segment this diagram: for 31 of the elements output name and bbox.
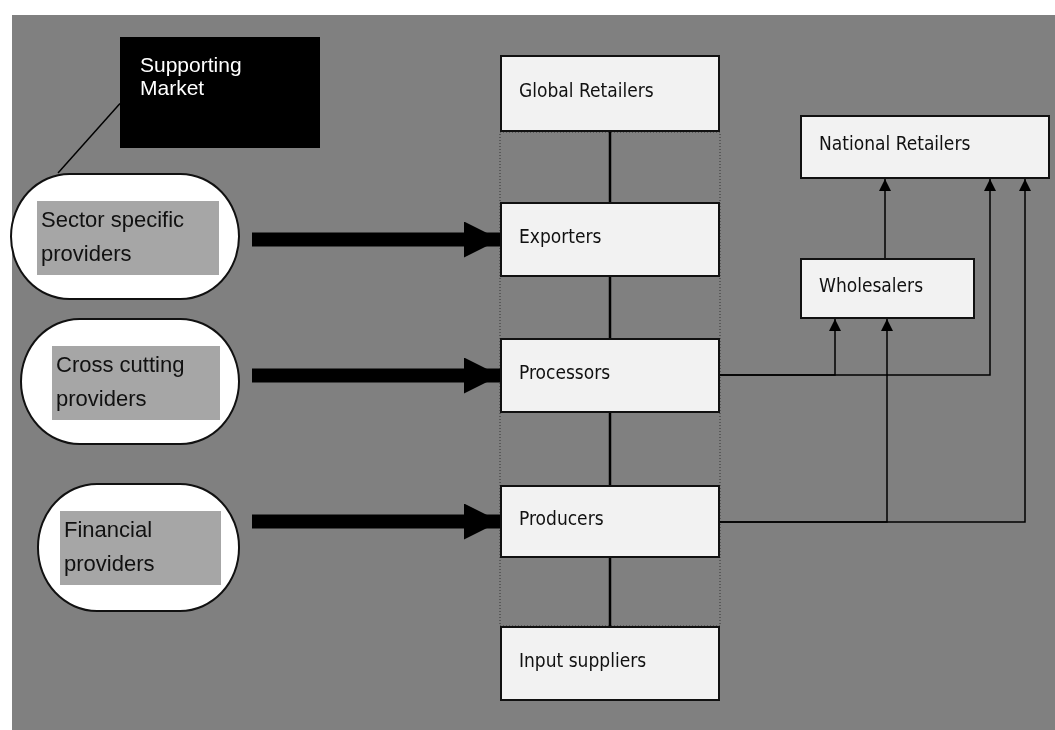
node-label: Global Retailers [519, 78, 654, 101]
node-label: Supporting Market [140, 53, 243, 100]
node-label: Producers [519, 506, 604, 529]
arrow [719, 178, 996, 376]
provider-pill [10, 173, 240, 300]
node-label: Wholesalers [819, 273, 924, 296]
block-arrow [252, 503, 500, 540]
arrow [719, 178, 1031, 523]
connector-line [608, 132, 612, 202]
node-label: Cross cutting providers [52, 346, 220, 420]
node-label: National Retailers [819, 132, 971, 154]
node-label: Exporters [519, 224, 602, 247]
node-label: Processors [519, 360, 611, 383]
node-label: Sector specific providers [37, 201, 219, 275]
connector-line [608, 413, 612, 485]
process-box [500, 55, 720, 132]
process-box [800, 115, 1050, 179]
leader-line [57, 102, 121, 174]
label-box [120, 37, 320, 148]
process-box [500, 485, 720, 558]
arrow [879, 178, 891, 259]
node-label: Financial providers [60, 511, 221, 585]
block-arrow [252, 357, 500, 394]
process-box [500, 338, 720, 413]
block-arrow [252, 221, 500, 258]
process-box [500, 202, 720, 277]
connector-line [608, 277, 612, 338]
process-box [800, 258, 975, 319]
node-label: Input suppliers [519, 648, 647, 671]
connector-line [608, 558, 612, 626]
process-box [500, 626, 720, 701]
